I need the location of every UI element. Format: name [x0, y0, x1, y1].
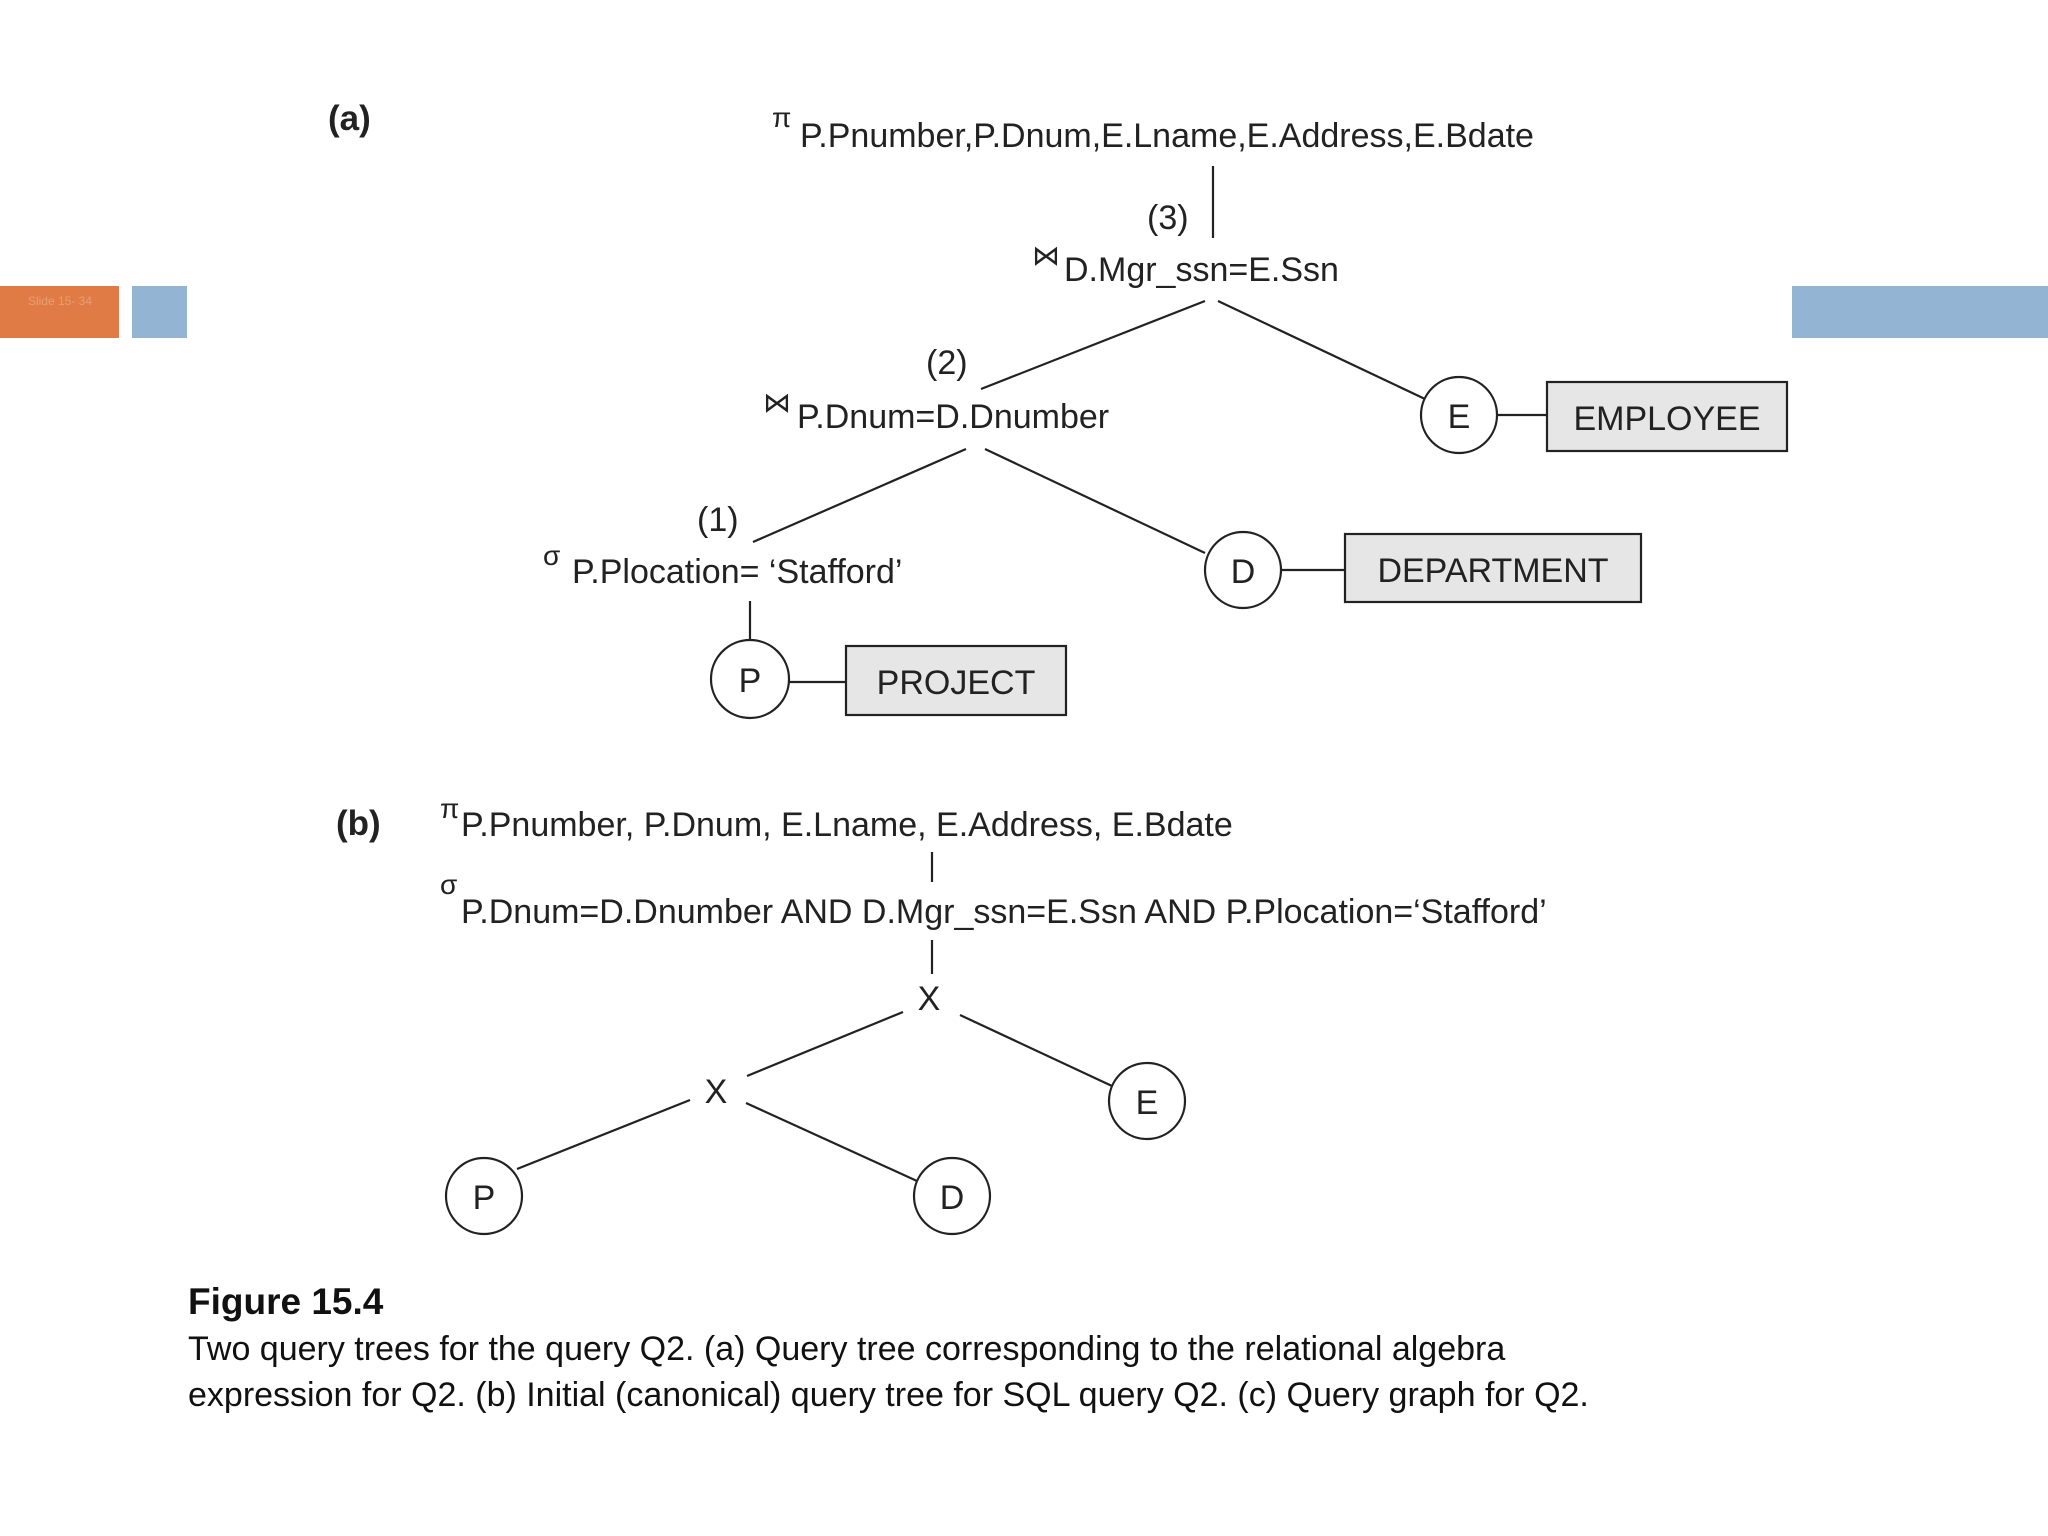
relation-box-employee	[1545, 380, 1789, 453]
leaf-label-e: E	[1448, 398, 1471, 436]
selection-condition-1: P.Plocation= ‘Stafford’	[572, 553, 902, 591]
step-label-1: (1)	[697, 501, 739, 539]
join-condition-2: P.Dnum=D.Dnumber	[797, 398, 1109, 436]
accent-bar-blue-left	[132, 286, 187, 338]
query-tree-a: (a) π P.Pnumber,P.Dnum,E.Lname,E.Address…	[328, 99, 1789, 720]
edge-join2-department	[984, 448, 1206, 554]
leaf-node-e-b	[1107, 1061, 1187, 1141]
caption-line-1: Two query trees for the query Q2. (a) Qu…	[188, 1330, 1506, 1368]
join-condition-3: D.Mgr_ssn=E.Ssn	[1064, 251, 1339, 289]
edge-cross-top-left	[746, 1010, 904, 1078]
figure-caption: Figure 15.4 Two query trees for the quer…	[188, 1278, 1988, 1418]
edge-join2-select1	[752, 447, 967, 544]
leaf-node-p-b	[444, 1156, 524, 1236]
caption-line-2: expression for Q2. (b) Initial (canonica…	[188, 1376, 1589, 1414]
step-label-3: (3)	[1147, 199, 1189, 237]
edge-join3-employee	[1217, 300, 1426, 400]
selection-condition-b: P.Dnum=D.Dnumber AND D.Mgr_ssn=E.Ssn AND…	[461, 893, 1547, 931]
leaf-label-p: P	[739, 662, 762, 700]
relation-label-employee: EMPLOYEE	[1573, 400, 1760, 438]
accent-bar-blue-right	[1792, 286, 2048, 338]
projection-symbol: π	[772, 102, 791, 133]
selection-symbol-b: σ	[440, 869, 457, 900]
step-label-2: (2)	[926, 344, 968, 382]
edge-cross-left-p	[516, 1098, 691, 1171]
query-tree-b: (b) π P.Pnumber, P.Dnum, E.Lname, E.Addr…	[336, 793, 1547, 1236]
part-label-b: (b)	[336, 804, 381, 843]
projection-attributes: P.Pnumber,P.Dnum,E.Lname,E.Address,E.Bda…	[800, 117, 1534, 155]
part-label-a: (a)	[328, 99, 371, 138]
relation-label-department: DEPARTMENT	[1377, 552, 1608, 590]
relation-label-project: PROJECT	[877, 664, 1036, 702]
cross-product-top: X	[918, 980, 941, 1018]
leaf-label-p-b: P	[473, 1179, 496, 1217]
projection-symbol-b: π	[440, 793, 459, 824]
leaf-label-d: D	[1231, 553, 1256, 591]
leaf-node-p	[709, 638, 791, 720]
edge-cross-top-e	[959, 1014, 1113, 1087]
join-symbol-3: ⋈	[1032, 240, 1060, 271]
relation-box-department	[1343, 532, 1643, 604]
relation-box-project	[844, 644, 1068, 717]
accent-bar-orange	[0, 286, 119, 338]
edge-cross-left-d	[745, 1101, 918, 1183]
cross-product-left: X	[705, 1073, 728, 1111]
leaf-label-e-b: E	[1136, 1084, 1159, 1122]
join-symbol-2: ⋈	[763, 387, 791, 418]
projection-attributes-b: P.Pnumber, P.Dnum, E.Lname, E.Address, E…	[461, 806, 1233, 844]
leaf-label-d-b: D	[940, 1179, 965, 1217]
figure-title: Figure 15.4	[188, 1281, 384, 1322]
slide-number: Slide 15- 34	[27, 294, 93, 308]
selection-symbol-1: σ	[543, 540, 560, 571]
leaf-node-d-b	[912, 1156, 992, 1236]
edge-join3-join2	[980, 299, 1206, 391]
